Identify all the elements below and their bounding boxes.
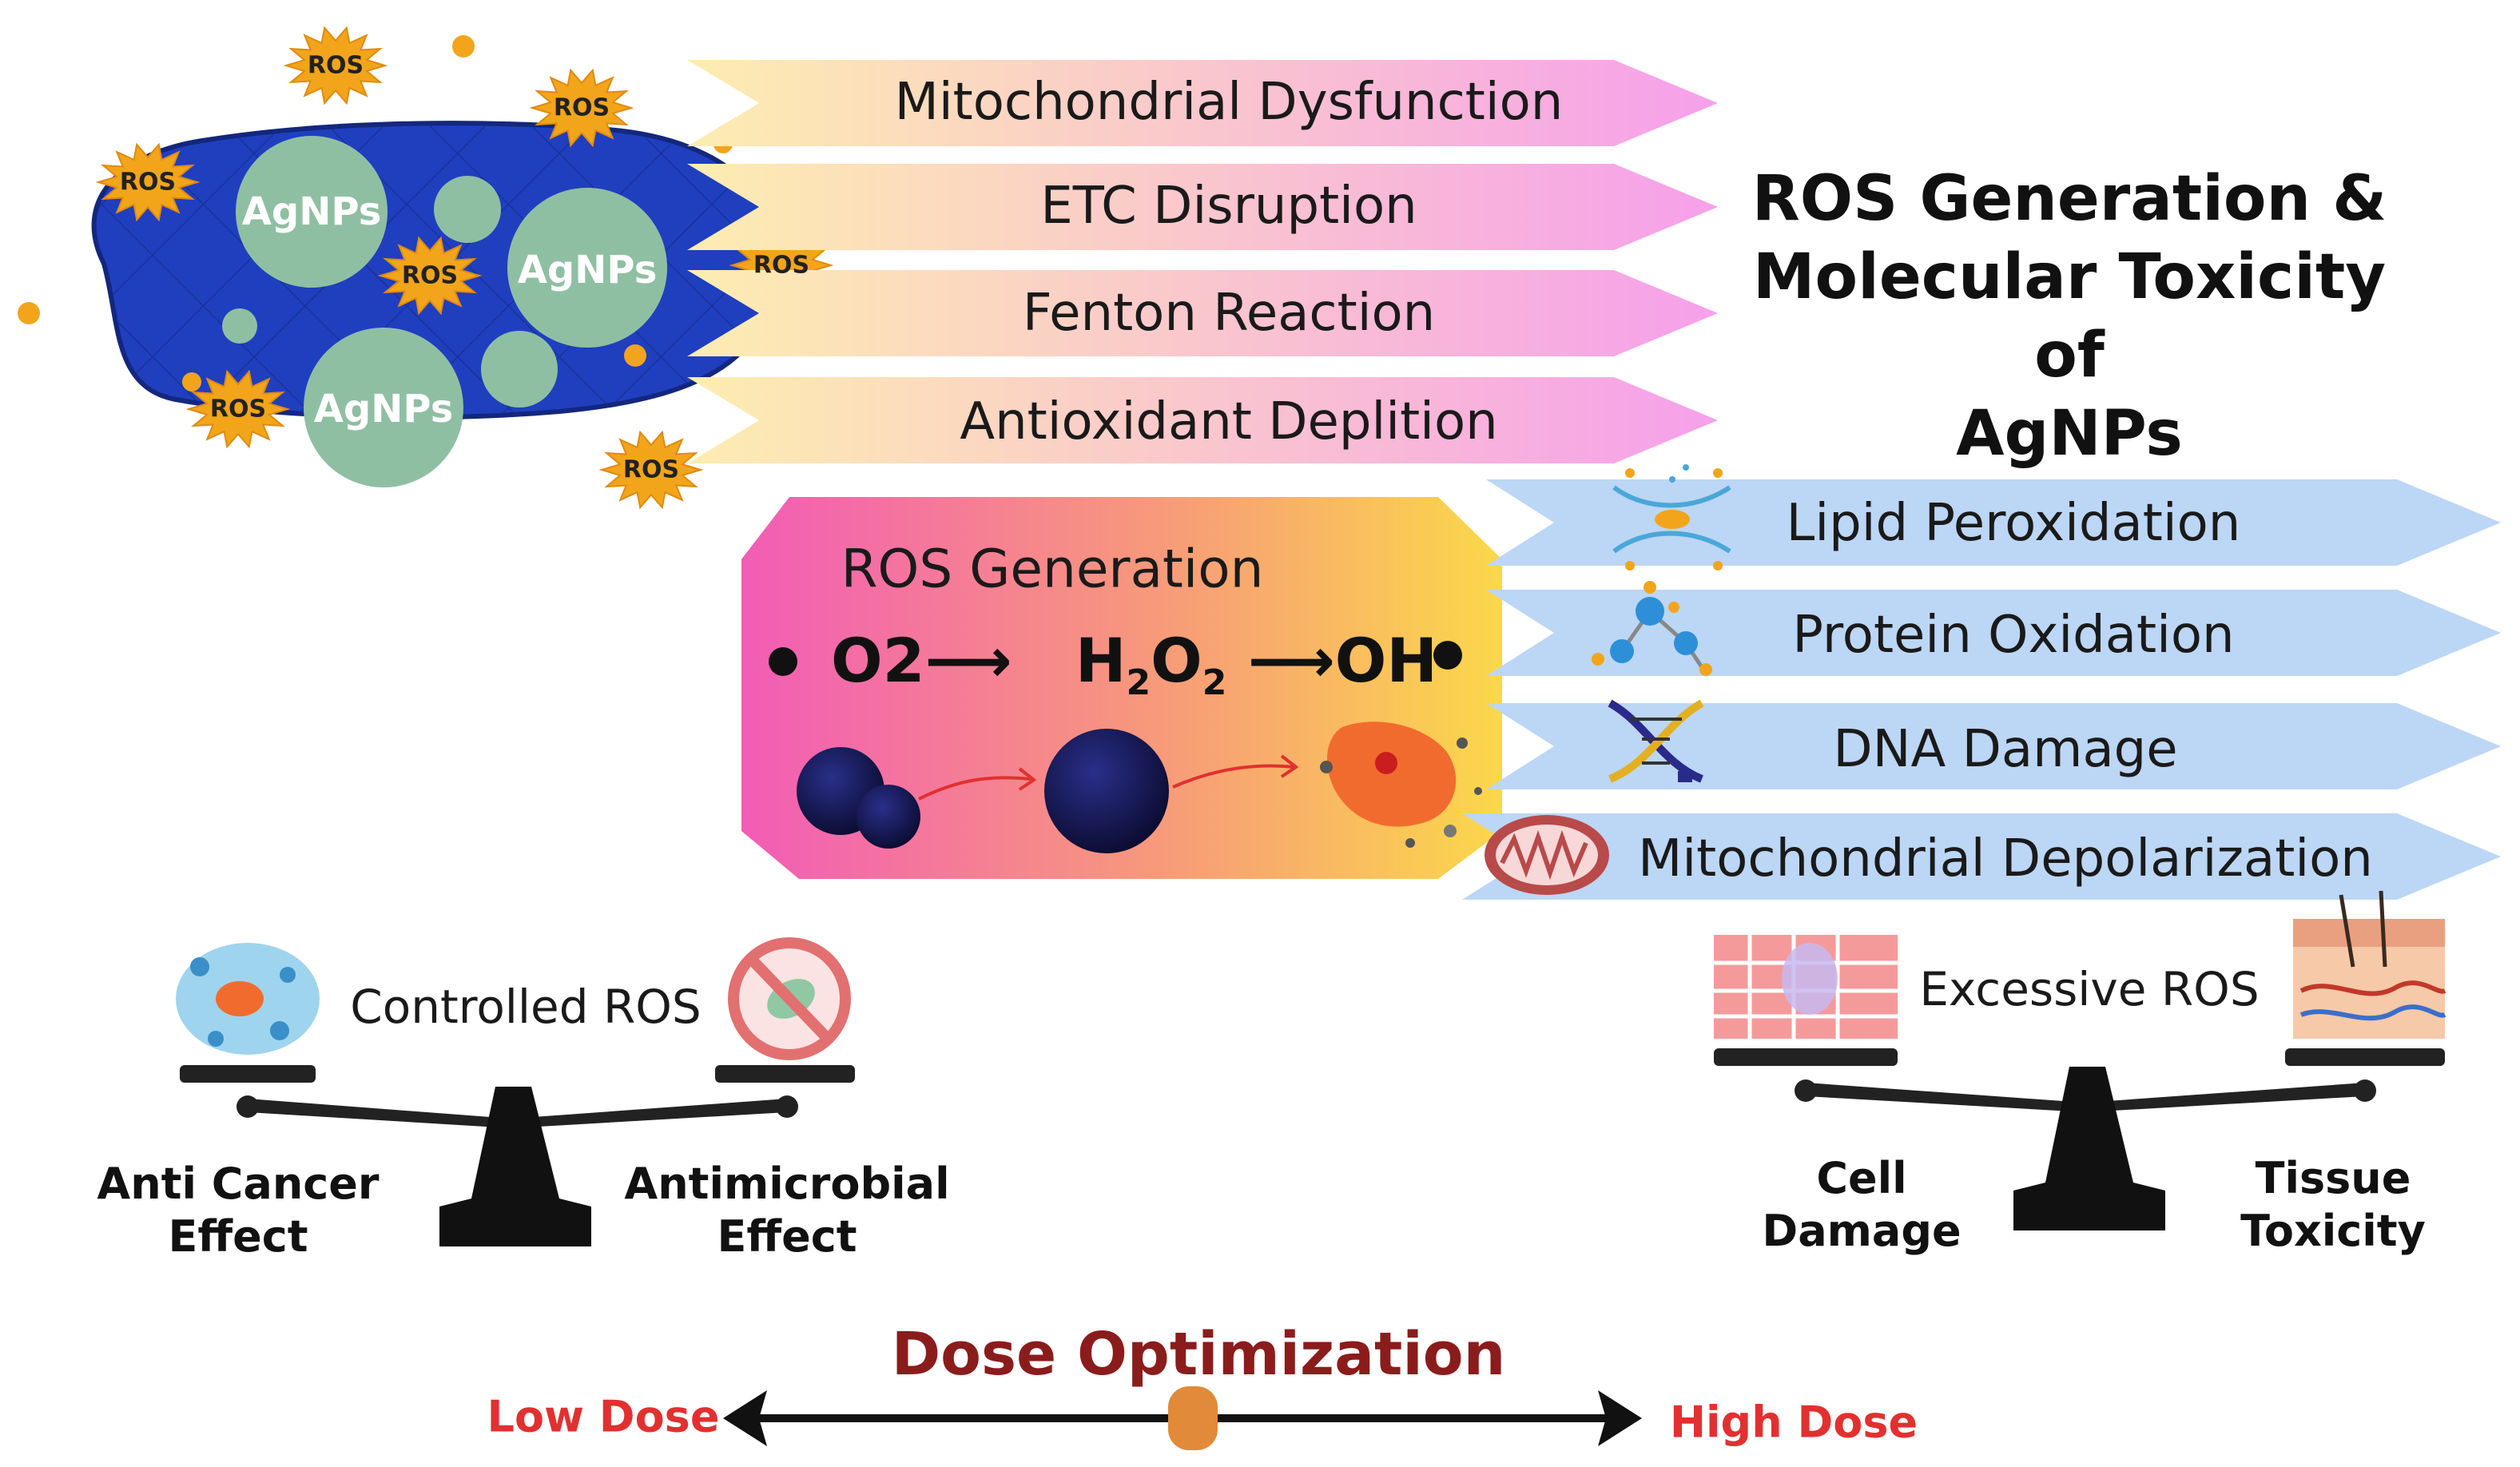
mechanism-label-antioxidant-depletion: Antioxidant Deplition [960,392,1498,451]
particle-stage-2 [1044,729,1169,853]
pan-right [2285,1048,2445,1066]
ros-generation-box [741,497,1502,879]
mitochondrion-icon [1485,815,1609,895]
balance-stand-right [2013,1067,2165,1230]
mechanism-band [1486,703,2501,789]
balance-stand-left [439,1087,591,1246]
ros-star-icon [95,142,201,222]
right-band-icons [1485,464,1731,895]
mechanism-label-dna-damage: DNA Damage [1833,720,2178,779]
nanoparticle [304,328,463,487]
nanoparticle [434,176,501,243]
dna-helix-icon [1608,699,1704,783]
title-line-2: Molecular Toxicity of [1752,241,2387,392]
cell-illustration [18,35,803,487]
intermediate-h2o2: H2O2 [1075,625,1227,704]
mechanism-band [1486,479,2501,566]
tissue-layers-icon [2293,890,2446,1039]
mechanism-label-lipid-peroxidation: Lipid Peroxidation [1786,494,2241,553]
mechanism-label-etc-disruption: ETC Disruption [1040,177,1417,236]
title-line-3: AgNPs [1956,398,2183,470]
burst-particle-icon [1320,722,1482,848]
agnp-label: AgNPs [313,387,454,431]
mechanism-label-mitochondrial-depolarization: Mitochondrial Depolarization [1638,829,2373,889]
ros-label: ROS [209,395,267,423]
stage-arrow-1 [918,776,1031,801]
top-mechanism-bands [687,60,1718,463]
nanoparticle [236,136,388,288]
balance-scale-left [176,937,855,1246]
ros-star-icon [377,236,483,316]
pan-left [1714,1048,1898,1066]
reactant-o2: O2 [831,625,925,696]
ros-generation-panel [741,497,1502,879]
diagram-title: ROS Generation & Molecular Toxicity of A… [1710,160,2429,473]
damaged-cells-icon [1714,935,1898,1039]
agnp-label: AgNPs [241,189,382,234]
excessive-ros-label: Excessive ROS [1919,962,2260,1016]
title-line-1: ROS Generation & [1751,163,2387,235]
mechanism-band [1462,813,2501,900]
mechanism-label-protein-oxidation: Protein Oxidation [1792,606,2235,665]
dose-optimization-title: Dose Optimization [891,1320,1506,1389]
nanoparticle [507,188,667,348]
dose-slider-knob[interactable] [1168,1386,1218,1450]
nanoparticle [481,331,558,408]
pan-right [715,1065,855,1083]
cancer-cells-icon [176,943,320,1055]
mechanism-band [687,270,1718,356]
low-dose-label: Low Dose [487,1391,720,1442]
mechanism-band [687,164,1718,250]
right-mechanism-bands [1462,479,2501,900]
ros-star-icon [185,369,291,449]
agnp-label: AgNPs [517,248,658,292]
mechanism-label-fenton-reaction: Fenton Reaction [1022,284,1436,343]
nanoparticle [222,308,257,344]
mechanism-band [687,60,1718,146]
lipid-membrane-icon [1612,464,1731,570]
arrow-glyph: ⟶ [924,625,1012,696]
ros-star-icon [598,430,704,510]
ros-label: ROS [753,251,810,280]
particle-stage-1b [857,785,920,849]
dose-slider [723,1386,1642,1450]
ros-label: ROS [401,261,459,290]
controlled-ros-label: Controlled ROS [350,980,702,1034]
arrowhead-left [723,1390,767,1446]
ros-label: ROS [553,93,610,122]
protein-molecule-icon [1592,581,1712,676]
ros-label: ROS [307,51,364,80]
ros-star-icon [283,26,388,105]
ros-label: ROS [622,455,680,484]
arrowhead-right [1598,1390,1642,1446]
ros-star-icon [529,68,634,148]
ros-generation-heading: ROS Generation [841,538,1264,600]
product-oh: OH [1334,625,1437,696]
mechanism-band [1486,590,2501,676]
stage-arrow-2 [1172,764,1295,789]
no-bacteria-icon [728,937,851,1060]
ros-label: ROS [119,168,177,197]
mechanism-band [687,377,1718,463]
high-dose-label: High Dose [1669,1397,1918,1448]
mechanism-label-mitochondrial-dysfunction: Mitochondrial Dysfunction [894,73,1564,132]
balance-scale-right [1714,890,2446,1230]
pan-left [180,1065,316,1083]
arrow-glyph: ⟶ [1247,625,1335,696]
ros-equation: O2⟶ H2O2 ⟶OH [831,625,1437,703]
